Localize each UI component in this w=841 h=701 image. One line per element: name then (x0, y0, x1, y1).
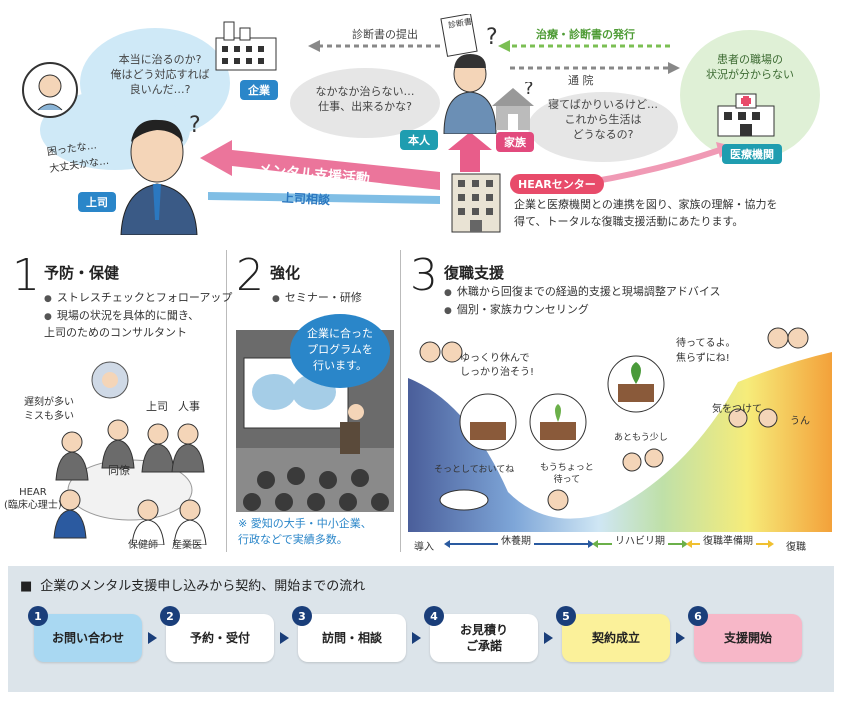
step-arrow-4 (544, 632, 553, 644)
step-5-number: 5 (556, 606, 576, 626)
divider-2 (400, 250, 401, 552)
boss-figure-icon: ? (120, 113, 201, 235)
section-2-title: 強化 (270, 264, 301, 282)
step-5-label: 契約成立 (591, 631, 640, 645)
section-1-bullet-1: ストレスチェックとフォローアップ (44, 290, 233, 307)
boss-tag: 上司 (78, 192, 116, 212)
svg-text:?: ? (524, 82, 534, 99)
flow-title: 企業のメンタル支援申し込みから契約、開始までの流れ (20, 575, 365, 594)
step-4-label: お見積り ご承諾 (459, 623, 508, 653)
hr-label: 人事 (178, 400, 200, 413)
phase-rehab: リハビリ期 (612, 532, 668, 547)
colleague-label: 同僚 (108, 464, 130, 477)
step-6-start[interactable]: 支援開始 (694, 614, 802, 662)
house-icon: ? (492, 82, 534, 130)
late-mistake-text: 遅刻が多い ミスも多い (24, 397, 74, 422)
issue-label: 治療・診断書の発行 (536, 28, 635, 41)
person-tag: 本人 (400, 130, 438, 150)
step-6-number: 6 (688, 606, 708, 626)
step-1-inquiry[interactable]: お問い合わせ (34, 614, 142, 662)
hear-building-icon (451, 173, 501, 233)
worried-face-icon (22, 62, 78, 118)
hear-psych-label: HEAR (臨床心理士) (4, 487, 62, 511)
phase-prep: 復職準備期 (700, 532, 756, 547)
family-thought-text: 寝てばかりいるけど… これから生活は どうなるの? (548, 98, 658, 141)
meeting-illustration (53, 361, 207, 545)
careful-speech: 気をつけて (712, 404, 762, 415)
step-1-label: お問い合わせ (51, 631, 124, 645)
section-1-title: 予防・保健 (44, 264, 120, 282)
step-2-label: 予約・受付 (189, 631, 250, 645)
step-arrow-5 (676, 632, 685, 644)
visit-label: 通 院 (568, 74, 594, 87)
step-2-number: 2 (160, 606, 180, 626)
phase-return: 復職 (786, 542, 806, 553)
hear-desc: 企業と医療機関との連携を図り、家族の理解・協力を 得て、トータルな復職支援活動に… (514, 198, 778, 228)
hear-tag: HEARセンター (510, 174, 604, 194)
submit-label: 診断書の提出 (352, 28, 418, 41)
step-3-number: 3 (292, 606, 312, 626)
program-bubble-text: 企業に合った プログラムを 行います。 (307, 327, 373, 372)
nurse-label: 保健師 (128, 540, 158, 551)
boss-consult-label: 上司相談 (281, 190, 331, 208)
achievement-note: ※ 愛知の大手・中小企業、 行政などで実績多数。 (238, 517, 372, 546)
return-to-work-illustration (408, 327, 832, 532)
step-3-visit[interactable]: 訪問・相談 (298, 614, 406, 662)
section-3-bullet-2: 個別・家族カウンセリング (444, 302, 589, 319)
step-5-contract[interactable]: 契約成立 (562, 614, 670, 662)
person-thought-cloud (290, 68, 440, 138)
medical-tag: 医療機関 (722, 144, 782, 164)
family-thought-cloud (528, 92, 678, 162)
company-building-icon (215, 21, 277, 71)
svg-text:?: ? (189, 113, 201, 138)
boss-thought-text: 本当に治るのか? 俺はどう対応すれば 良いんだ…? (110, 53, 210, 96)
step-arrow-2 (280, 632, 289, 644)
flow-panel: 企業のメンタル支援申し込みから契約、開始までの流れ お問い合わせ 1 予約・受付… (8, 566, 834, 692)
boss-label: 上司 (146, 400, 168, 413)
company-tag: 企業 (240, 80, 278, 100)
phase-rest: 休養期 (498, 532, 534, 547)
step-4-estimate[interactable]: お見積り ご承諾 (430, 614, 538, 662)
section-1-bullet-2: 現場の状況を具体的に聞き、 上司のためのコンサルタント (44, 308, 199, 340)
hospital-icon (717, 93, 775, 137)
medical-thought-text: 患者の職場の 状況が分からない (706, 53, 794, 81)
program-bubble (290, 314, 390, 388)
step-6-label: 支援開始 (723, 631, 772, 645)
person-thought-text: なかなか治らない… 仕事、出来るかな? (315, 85, 415, 113)
family-tag: 家族 (496, 132, 534, 152)
section-2-bullet-1: セミナー・研修 (272, 290, 362, 307)
section-3-bullet-1: 休職から回復までの経過的支援と現場調整アドバイス (444, 284, 721, 301)
phase-intro: 導入 (414, 542, 434, 553)
section-3-number: 3 (410, 250, 438, 301)
un-speech: うん (790, 416, 810, 427)
doctor-label: 産業医 (172, 540, 202, 551)
step-3-label: 訪問・相談 (321, 631, 382, 645)
section-2-number: 2 (236, 250, 264, 301)
step-arrow-3 (412, 632, 421, 644)
wait-speech: 待ってるよ。 焦らずにね! (676, 338, 736, 364)
leave-speech: そっとしておいてね (434, 465, 515, 475)
more-speech: もうちょっと 待って (540, 463, 594, 485)
almost-speech: あともう少し (614, 433, 668, 443)
svg-text:?: ? (486, 25, 498, 50)
rest-speech: ゆっくり休んで しっかり治そう! (460, 353, 535, 378)
step-arrow-1 (148, 632, 157, 644)
step-2-reservation[interactable]: 予約・受付 (166, 614, 274, 662)
person-sitting-icon: ? (440, 14, 498, 134)
section-1-number: 1 (12, 250, 40, 301)
step-4-number: 4 (424, 606, 444, 626)
section-3-title: 復職支援 (444, 264, 505, 282)
divider-1 (226, 250, 227, 552)
step-1-number: 1 (28, 606, 48, 626)
